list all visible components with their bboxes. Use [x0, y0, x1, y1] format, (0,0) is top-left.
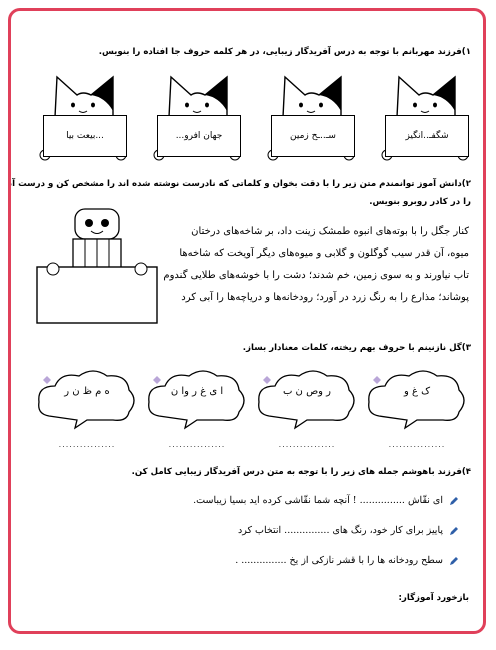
cat-sign-word: شگفـ..انگیز	[385, 115, 469, 157]
passage-line: پوشاند؛ مذارع را به رنگ زرد در آورد؛ رود…	[181, 292, 469, 303]
heart-icon	[263, 376, 271, 384]
question-3-instruction: ۳)گل نازنینم با حروف بهم ریخته، کلمات مع…	[242, 343, 471, 353]
cat-sign-word: جهان افرو...	[157, 115, 241, 157]
sentence-1: ای نقّاش ............... ! آنچه شما نقّا…	[193, 495, 459, 506]
cloud-shape	[258, 370, 355, 430]
eraser-character-icon	[36, 208, 158, 324]
sentence-2: پاییز برای کار خود، رنگ های ............…	[238, 525, 459, 536]
pen-icon	[450, 556, 458, 565]
question-2-instruction-line-1: ۲)دانش آموز توانمندم متن زیر را با دقت ب…	[8, 179, 471, 189]
cloud-1: ک غ و ................	[365, 366, 469, 449]
heart-icon	[373, 376, 381, 384]
cat-sign-2: سـ..ـح زمین	[263, 71, 359, 171]
cloud-4: ه م ظ ن ر ................	[35, 366, 139, 449]
scrambled-letters: ر وص ن ب	[282, 386, 332, 397]
passage-line: کنار جگل را با بوته‌های انبوه طمشک زینت …	[191, 226, 469, 237]
teacher-feedback-label: بازخورد آموزگار:	[398, 593, 469, 603]
answer-blank: ................	[58, 440, 116, 449]
cat-sign-word: سـ..ـح زمین	[271, 115, 355, 157]
heart-icon	[43, 376, 51, 384]
cat-sign-word: ...بیعت بیا	[43, 115, 127, 157]
answer-blank: ................	[388, 440, 446, 449]
sentence-text: سطح رودخانه ها را با قشر نازکی از یخ ...…	[235, 555, 443, 566]
cat-sign-3: جهان افرو...	[149, 71, 245, 171]
worksheet-page: ۱)فرزند مهربانم با توجه به درس آفریدگار …	[8, 8, 486, 634]
answer-blank: ................	[278, 440, 336, 449]
question-2-instruction-line-2: را در کادر روبرو بنویس.	[369, 197, 471, 207]
answer-box	[36, 266, 158, 324]
passage-line: تاب نیاورند و به سوی زمین، خم شدند؛ دشت …	[163, 270, 469, 281]
scrambled-words-row: ک غ و ................ ر وص ن ب ........…	[25, 366, 475, 466]
cat-sign-1: شگفـ..انگیز	[377, 71, 473, 171]
passage-line: میوه، آن قدر سیب گوگلون و گلابی و میوه‌ه…	[179, 248, 469, 259]
answer-board	[33, 207, 161, 327]
sentence-3: سطح رودخانه ها را با قشر نازکی از یخ ...…	[235, 555, 459, 566]
scrambled-letters: ا ی غ ر وا ن	[170, 386, 224, 397]
pen-icon	[450, 526, 458, 535]
cloud-shape	[148, 370, 245, 430]
scrambled-letters: ک غ و	[403, 386, 431, 397]
cat-sign-4: ...بیعت بیا	[35, 71, 131, 171]
answer-blank: ................	[168, 440, 226, 449]
passage: کنار جگل را با بوته‌های انبوه طمشک زینت …	[129, 221, 469, 309]
scrambled-letters: ه م ظ ن ر	[64, 386, 110, 397]
cloud-2: ر وص ن ب ................	[255, 366, 359, 449]
cloud-shape	[38, 370, 135, 430]
heart-icon	[153, 376, 161, 384]
sentence-text: ای نقّاش ............... ! آنچه شما نقّا…	[193, 495, 443, 506]
question-4-instruction: ۴)فرزند باهوشم جمله های زیر را با توجه ب…	[131, 467, 471, 477]
cloud-shape	[368, 370, 465, 430]
pen-icon	[450, 496, 458, 505]
cat-signs-row: شگفـ..انگیز سـ..ـح زمین جهان افرو...	[33, 71, 473, 171]
question-1-instruction: ۱)فرزند مهربانم با توجه به درس آفریدگار …	[98, 47, 471, 57]
cloud-3: ا ی غ ر وا ن ................	[145, 366, 249, 449]
sentence-text: پاییز برای کار خود، رنگ های ............…	[238, 525, 443, 536]
